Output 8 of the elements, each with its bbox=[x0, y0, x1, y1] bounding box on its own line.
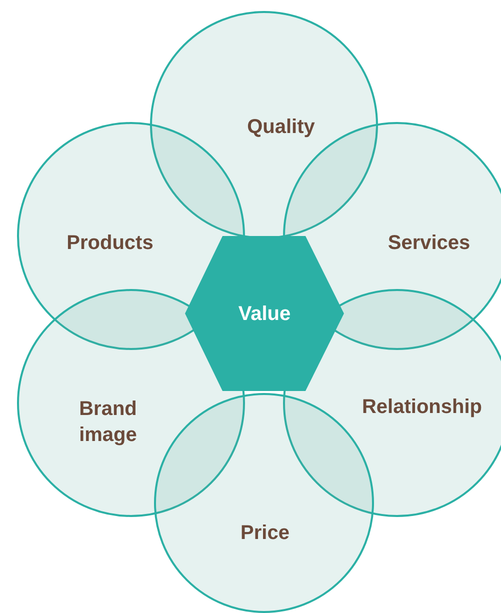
node-label: Services bbox=[388, 231, 470, 256]
node-label: Value bbox=[238, 302, 291, 326]
node-label: Products bbox=[66, 231, 154, 256]
node-label: Relationship bbox=[362, 395, 482, 420]
node-label: Brand image bbox=[78, 397, 138, 448]
node-label: Quality bbox=[247, 115, 315, 140]
hexagon-node bbox=[184, 236, 345, 391]
node-label: Price bbox=[240, 521, 290, 546]
